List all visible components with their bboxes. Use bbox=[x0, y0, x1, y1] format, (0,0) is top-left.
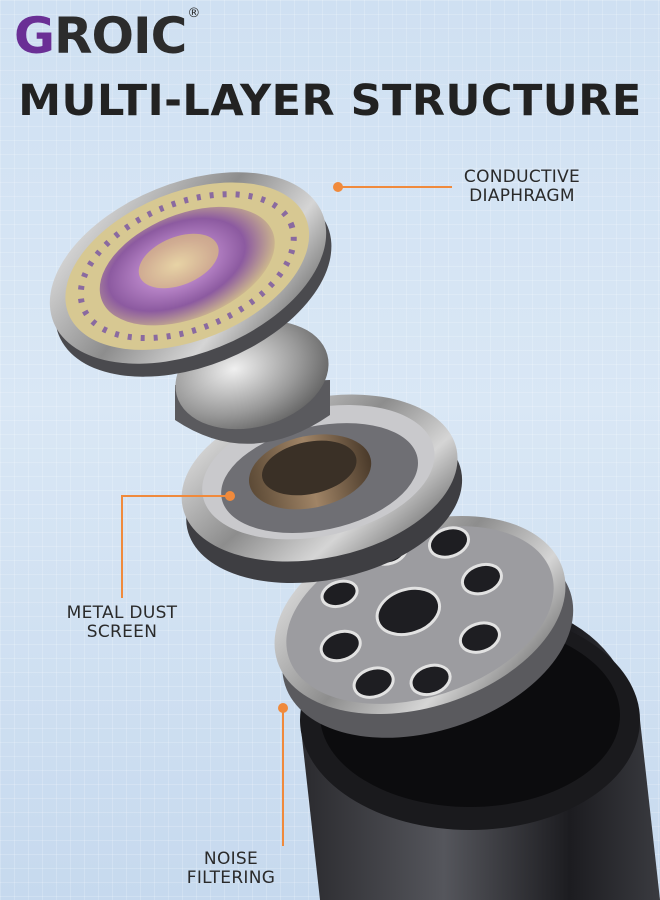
callout-dust-line-1: METAL DUST bbox=[66, 603, 178, 623]
callout-dust-line-2: SCREEN bbox=[86, 622, 158, 642]
callout-label-diaphragm: CONDUCTIVE DIAPHRAGM bbox=[456, 168, 588, 206]
brand-logo: GROIC ® bbox=[14, 4, 200, 68]
callout-label-noise-filtering: NOISE FILTERING bbox=[176, 850, 286, 888]
page-title: MULTI-LAYER STRUCTURE bbox=[18, 76, 642, 126]
callout-line-diaphragm bbox=[333, 182, 452, 192]
callout-line-dust bbox=[121, 491, 235, 598]
conductive-diaphragm bbox=[49, 172, 332, 377]
brand-name: GROIC bbox=[14, 7, 187, 65]
registered-mark: ® bbox=[187, 6, 201, 21]
callout-line-noise bbox=[278, 703, 288, 846]
callout-diaphragm-line-1: CONDUCTIVE bbox=[463, 167, 581, 187]
callout-label-dust-screen: METAL DUST SCREEN bbox=[56, 604, 188, 642]
callout-noise-line-1: NOISE bbox=[203, 849, 259, 869]
callout-diaphragm-line-2: DIAPHRAGM bbox=[469, 186, 575, 206]
brand-initial: G bbox=[14, 7, 55, 65]
callout-noise-line-2: FILTERING bbox=[186, 868, 276, 888]
